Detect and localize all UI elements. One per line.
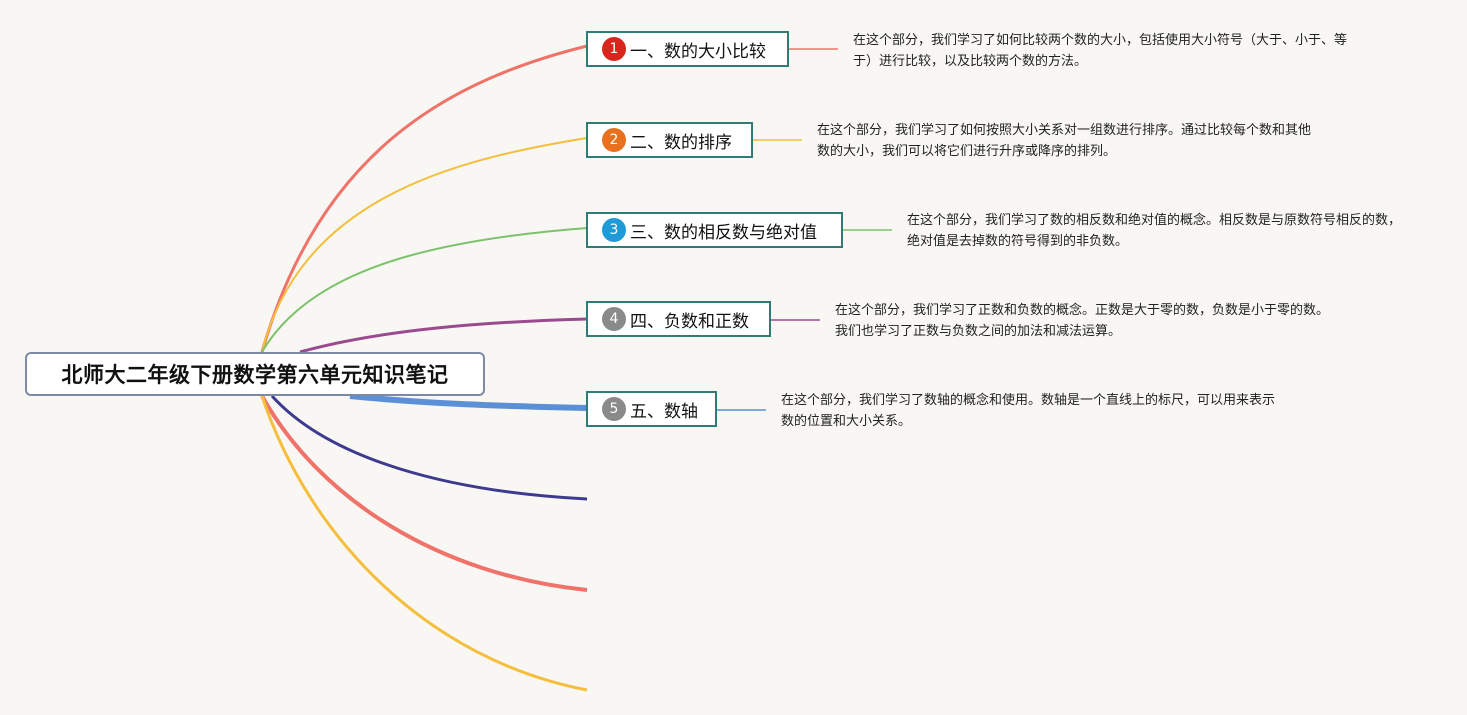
note-1: 在这个部分，我们学习了如何比较两个数的大小，包括使用大小符号（大于、小于、等于）… xyxy=(853,33,1348,69)
topic-2[interactable]: 2 二、数的排序 xyxy=(586,122,753,158)
central-topic-title: 北师大二年级下册数学第六单元知识笔记 xyxy=(61,363,449,387)
topic-5-label: 五、数轴 xyxy=(630,401,698,422)
branch-line-empty-3 xyxy=(260,395,588,692)
topic-1-label: 一、数的大小比较 xyxy=(630,41,766,62)
note-2: 在这个部分，我们学习了如何按照大小关系对一组数进行排序。通过比较每个数和其他数的… xyxy=(817,123,1312,159)
branch-line-empty-1 xyxy=(270,394,588,501)
number-badge-4: 4 xyxy=(602,307,626,331)
branch-line-empty-2 xyxy=(260,395,588,592)
number-badge-3: 3 xyxy=(602,218,626,242)
topic-5[interactable]: 5 五、数轴 xyxy=(586,391,717,427)
branch-line-3 xyxy=(261,227,588,353)
branch-line-5 xyxy=(349,393,588,411)
branch-line-4 xyxy=(299,317,588,354)
number-badge-5: 5 xyxy=(602,397,626,421)
branch-line-1 xyxy=(260,44,588,353)
number-badge-1: 1 xyxy=(602,37,626,61)
note-3: 在这个部分，我们学习了数的相反数和绝对值的概念。相反数是与原数符号相反的数，绝对… xyxy=(907,213,1402,249)
topic-2-label: 二、数的排序 xyxy=(630,132,732,153)
topic-4[interactable]: 4 四、负数和正数 xyxy=(586,301,771,337)
topic-3[interactable]: 3 三、数的相反数与绝对值 xyxy=(586,212,843,248)
branch-line-2 xyxy=(261,137,588,353)
note-4: 在这个部分，我们学习了正数和负数的概念。正数是大于零的数，负数是小于零的数。我们… xyxy=(835,303,1330,339)
note-5: 在这个部分，我们学习了数轴的概念和使用。数轴是一个直线上的标尺，可以用来表示数的… xyxy=(781,393,1276,429)
number-badge-2: 2 xyxy=(602,128,626,152)
topic-1[interactable]: 1 一、数的大小比较 xyxy=(586,31,789,67)
topic-3-label: 三、数的相反数与绝对值 xyxy=(630,222,817,243)
central-topic[interactable]: 北师大二年级下册数学第六单元知识笔记 xyxy=(25,352,485,396)
topic-4-label: 四、负数和正数 xyxy=(630,311,749,332)
